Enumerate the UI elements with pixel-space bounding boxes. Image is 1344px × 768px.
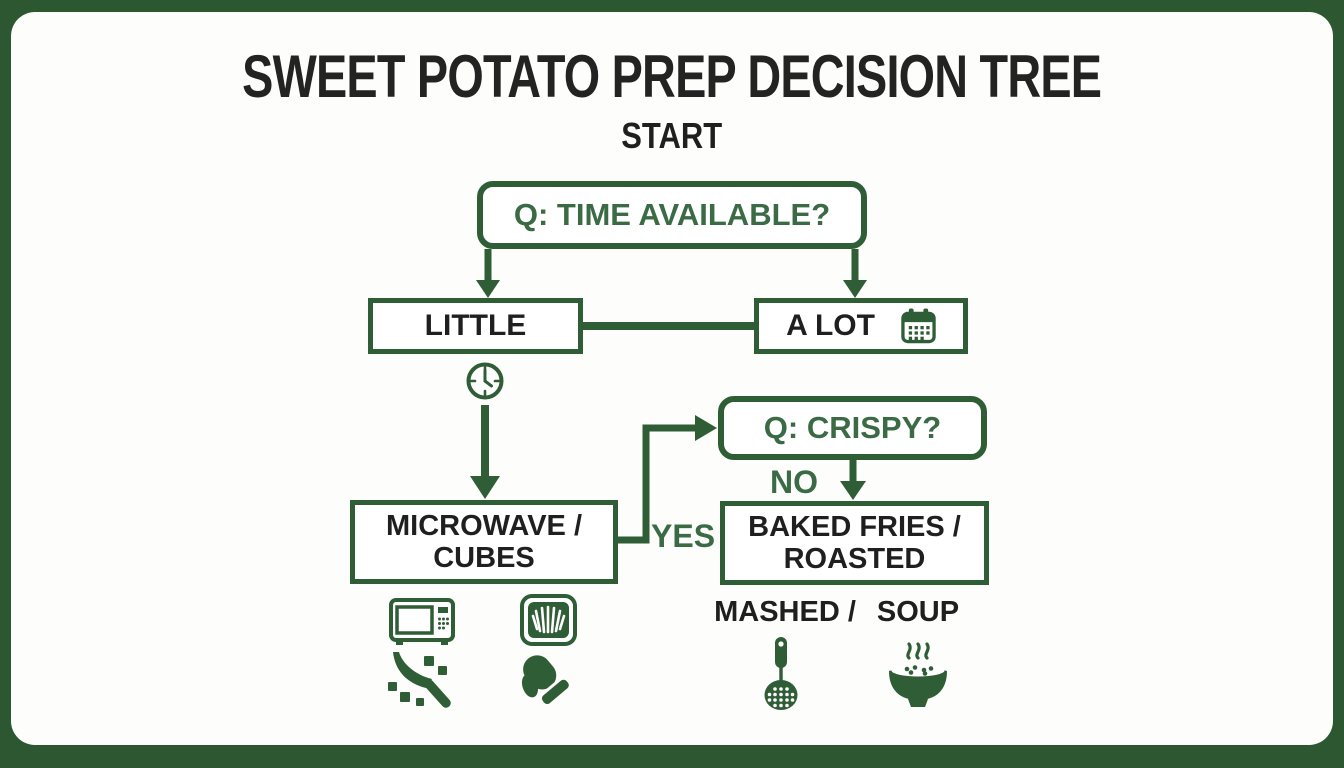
node-a-lot: A LOT [754,298,968,354]
soup-bowl-icon [889,642,947,707]
node-little-label: LITTLE [424,309,527,343]
start-label: START [0,115,1344,157]
node-q-time-available: Q: TIME AVAILABLE? [477,181,867,249]
node-microwave-line2: CUBES [433,542,535,574]
label-soup-text: SOUP [876,596,960,628]
clock-icon [466,362,504,400]
microwave-icon [389,598,455,645]
edge-label-yes: YES [651,518,715,555]
node-q-crispy-label: Q: CRISPY? [763,409,942,445]
edge-label-no: NO [770,464,818,501]
edge-label-yes-text: YES [651,518,716,554]
page-title-text: SWEET POTATO PREP DECISION TREE [242,43,1102,110]
node-a-lot-label: A LOT [786,309,875,343]
node-baked-line2: ROASTED [783,543,926,575]
oven-mitt-icon [521,655,569,705]
content-panel [11,12,1333,745]
label-mashed-text: MASHED / [714,596,856,628]
node-microwave-cubes: MICROWAVE / CUBES [350,500,618,584]
start-label-text: START [621,115,723,156]
fries-tray-icon [520,594,577,646]
node-q-crispy: Q: CRISPY? [718,396,987,460]
node-microwave-line1: MICROWAVE / [385,509,583,542]
knife-cubes-icon [388,652,451,708]
potato-masher-icon [764,637,798,710]
label-mashed: MASHED / [700,596,870,629]
node-q-time-label: Q: TIME AVAILABLE? [513,196,831,232]
node-baked-fries-roasted: BAKED FRIES / ROASTED [720,501,989,585]
label-soup: SOUP [853,596,983,629]
node-baked-line1: BAKED FRIES / [748,510,961,543]
calendar-icon [901,308,936,344]
node-little: LITTLE [368,298,583,354]
page-title: SWEET POTATO PREP DECISION TREE [0,42,1344,111]
edge-label-no-text: NO [770,464,818,500]
